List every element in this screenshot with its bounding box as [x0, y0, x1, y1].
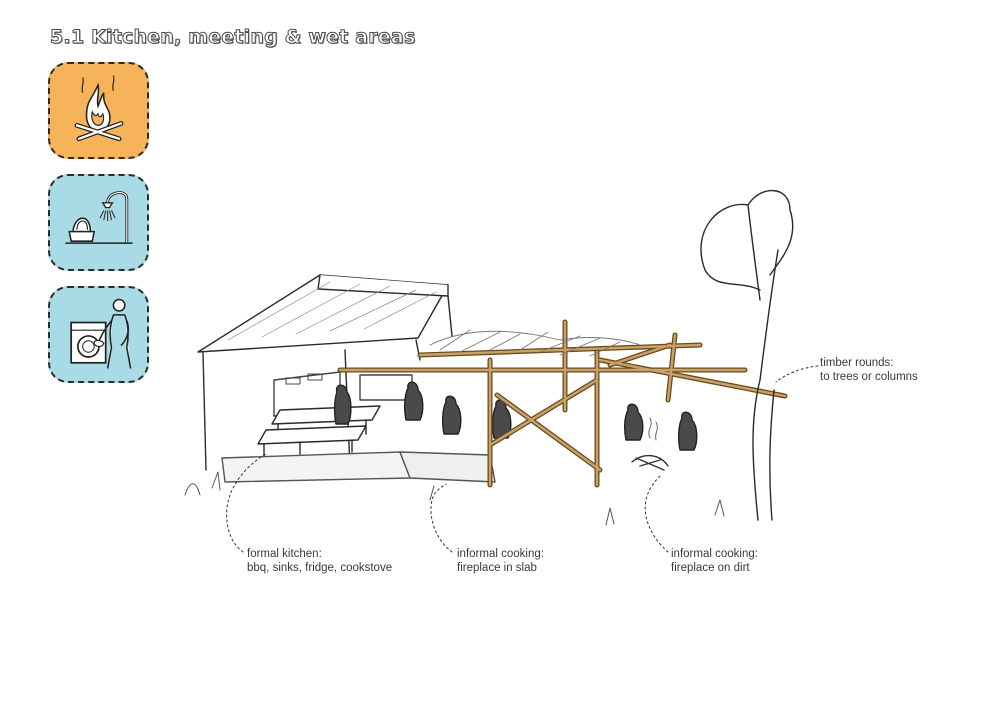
pergola-thatch	[429, 329, 641, 357]
annotation-formal-kitchen: formal kitchen: bbq, sinks, fridge, cook…	[247, 547, 392, 575]
leader-timber	[775, 365, 819, 383]
leader-dirt	[644, 475, 669, 553]
annotation-line: informal cooking:	[671, 548, 758, 560]
annotation-line: to trees or columns	[820, 371, 918, 383]
fireplace-dirt	[631, 455, 669, 471]
shelter-post-left	[202, 352, 207, 471]
annotation-line: fireplace in slab	[457, 562, 537, 574]
person-5	[623, 403, 644, 441]
annotation-informal-slab: informal cooking: fireplace in slab	[457, 547, 544, 575]
toilet-shower-icon	[65, 191, 133, 244]
person-1	[333, 384, 352, 425]
annotation-timber-rounds: timber rounds: to trees or columns	[820, 356, 918, 384]
annotation-informal-dirt: informal cooking: fireplace on dirt	[671, 547, 758, 575]
table-2	[257, 425, 367, 445]
page-title: 5.1 Kitchen, meeting & wet areas	[49, 26, 416, 49]
annotation-line: informal cooking:	[457, 548, 544, 560]
annotation-line: timber rounds:	[820, 357, 894, 369]
slab-informal	[399, 451, 496, 483]
leader-slab	[430, 483, 453, 553]
annotation-line: fireplace on dirt	[671, 562, 750, 574]
kitchen-meeting-sketch	[184, 189, 819, 553]
slab-formal	[221, 451, 411, 483]
washing-machine-icon	[70, 298, 132, 369]
annotation-line: formal kitchen:	[247, 548, 322, 560]
tree-canopy	[700, 189, 794, 301]
person-6	[677, 411, 698, 451]
campfire-tile	[48, 62, 149, 159]
washing-machine-tile	[48, 286, 149, 383]
person-2	[403, 381, 424, 421]
annotation-line: bbq, sinks, fridge, cookstove	[247, 562, 393, 574]
toilet-shower-tile	[48, 174, 149, 271]
person-3	[441, 395, 462, 435]
campfire-icon	[74, 75, 124, 142]
tree-trunk	[752, 249, 779, 521]
